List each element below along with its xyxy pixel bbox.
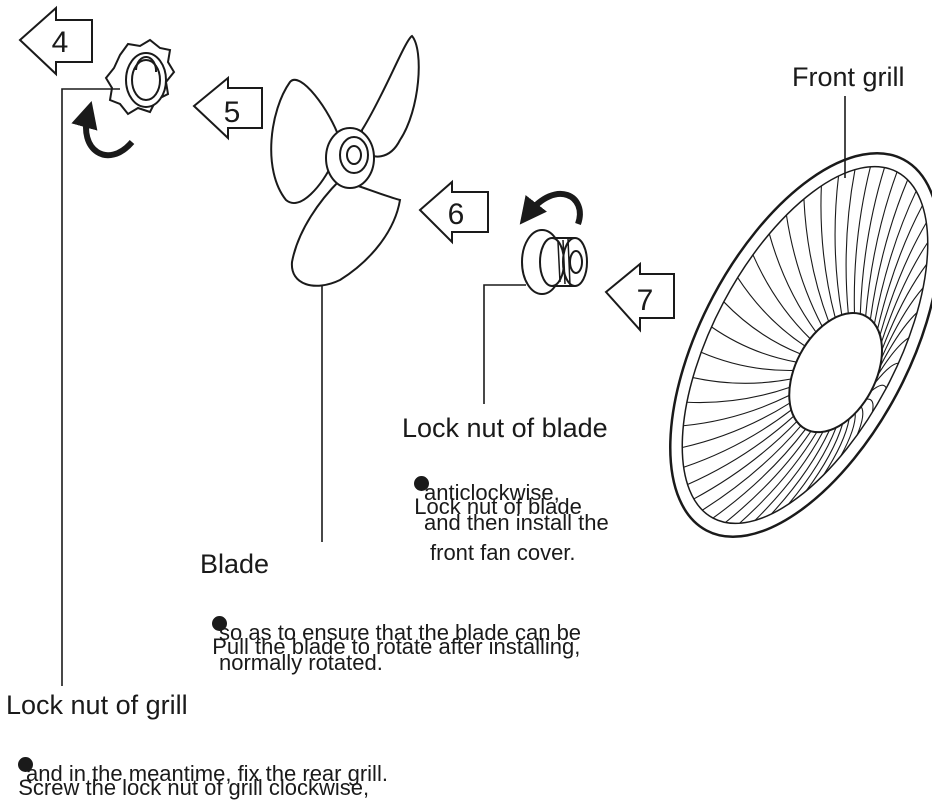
- front-grill-illustration: [669, 152, 932, 538]
- anticlockwise-rotation-arrow: [519, 191, 583, 226]
- grill-spoke: [881, 263, 928, 350]
- leader-lock-nut-blade: [483, 284, 526, 404]
- grill-spoke: [877, 205, 923, 330]
- lock-nut-of-blade-illustration: [521, 229, 588, 295]
- step-arrow-5: 5: [192, 75, 263, 141]
- step-number-5: 5: [224, 96, 241, 129]
- grill-spoke: [834, 176, 843, 316]
- note-line: so as to ensure that the blade can be: [219, 620, 582, 645]
- grill-spoke: [865, 171, 898, 317]
- grill-spoke: [785, 214, 823, 327]
- step-number-4: 4: [52, 26, 69, 59]
- step-arrow-7: 7: [604, 261, 675, 333]
- lock-nut-of-blade-note: Lock nut of blade: [402, 452, 582, 518]
- grill-spoke: [723, 301, 801, 355]
- note-line: normally rotated.: [219, 650, 383, 675]
- grill-spoke: [711, 326, 797, 363]
- lock-nut-of-grill-label: Lock nut of grill: [6, 690, 188, 720]
- bullet-icon: [212, 616, 228, 631]
- lock-nut-of-blade-label: Lock nut of blade: [402, 413, 608, 443]
- grill-spoke: [700, 351, 794, 372]
- clockwise-rotation-arrow: [71, 100, 135, 159]
- leader-lock-nut-grill: [61, 88, 120, 686]
- grill-spoke: [739, 431, 818, 524]
- lock-nut-of-grill-illustration: [104, 38, 176, 116]
- step-arrow-6: 6: [418, 179, 489, 245]
- grill-spoke: [870, 384, 887, 392]
- grill-spoke: [752, 254, 811, 340]
- grill-spoke: [869, 179, 909, 320]
- grill-spoke: [880, 242, 929, 343]
- grill-spoke: [682, 402, 791, 449]
- grill-spoke: [873, 190, 917, 324]
- note-line: front fan cover.: [430, 540, 576, 565]
- grill-spoke: [768, 233, 817, 333]
- note-line: and in the meantime, fix the rear grill.: [26, 761, 388, 786]
- note-line: anticlockwise,: [424, 480, 560, 505]
- step-number-7: 7: [637, 284, 654, 317]
- grill-spoke: [712, 428, 807, 519]
- blade-illustration: [270, 34, 420, 287]
- grill-spoke: [820, 185, 836, 318]
- grill-spoke: [840, 413, 856, 457]
- grill-spoke: [771, 430, 830, 515]
- grill-spoke: [686, 386, 790, 404]
- front-grill-label: Front grill: [792, 62, 905, 92]
- grill-spoke: [788, 427, 837, 505]
- grill-spoke: [874, 362, 899, 384]
- grill-spoke: [856, 406, 864, 436]
- bullet-icon: [414, 476, 430, 491]
- grill-spoke: [881, 287, 924, 359]
- note-line: Pull the blade to rotate after installin…: [212, 634, 581, 659]
- leader-lines: [61, 88, 846, 686]
- grill-spoke: [866, 398, 874, 413]
- grill-spoke: [702, 425, 802, 511]
- blade-label: Blade: [200, 549, 270, 579]
- bullet-icon: [18, 757, 34, 772]
- grill-spoke: [803, 198, 830, 322]
- note-line: and then install the: [424, 510, 609, 535]
- note-line: Lock nut of blade: [414, 494, 582, 519]
- grill-spoke: [879, 222, 927, 336]
- grill-spoke: [754, 431, 824, 521]
- grill-spoke: [879, 312, 918, 367]
- blade-note: Pull the blade to rotate after installin…: [200, 592, 580, 658]
- grill-spoke: [687, 415, 795, 485]
- grill-spoke: [693, 421, 798, 500]
- grill-spoke: [877, 337, 910, 376]
- grill-spoke: [853, 166, 871, 314]
- grill-spoke: [692, 377, 792, 384]
- grill-spoke: [859, 167, 886, 315]
- grill-spoke: [823, 418, 850, 476]
- grill-spoke: [725, 430, 812, 523]
- grill-spoke: [683, 394, 790, 427]
- step-number-6: 6: [448, 198, 465, 231]
- grill-spoke: [737, 277, 806, 347]
- step-arrow-4: 4: [18, 5, 93, 77]
- grill-spoke: [845, 169, 856, 314]
- grill-spoke: [683, 409, 792, 468]
- grill-spoke: [805, 423, 844, 492]
